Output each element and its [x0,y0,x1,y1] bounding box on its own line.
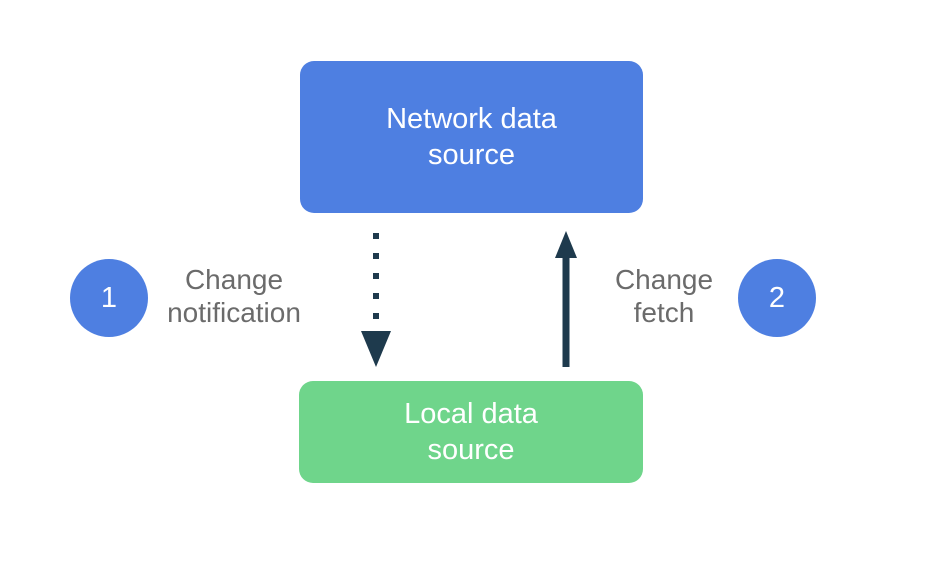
step-1-number: 1 [100,281,118,314]
change-fetch-arrow-up-icon [555,231,577,367]
step-1-label: Change notification [167,264,301,328]
step-2-badge: 2 [738,259,816,337]
change-notification-arrow-down-icon [361,233,391,367]
local-data-source-label: Local data source [404,398,538,466]
network-data-source-box: Network data source [300,61,643,213]
local-data-source-box: Local data source [299,381,643,483]
step-1-badge: 1 [70,259,148,337]
step-2-number: 2 [768,281,786,314]
step-2-label: Change fetch [614,264,714,328]
network-data-source-label: Network data source [386,103,557,171]
